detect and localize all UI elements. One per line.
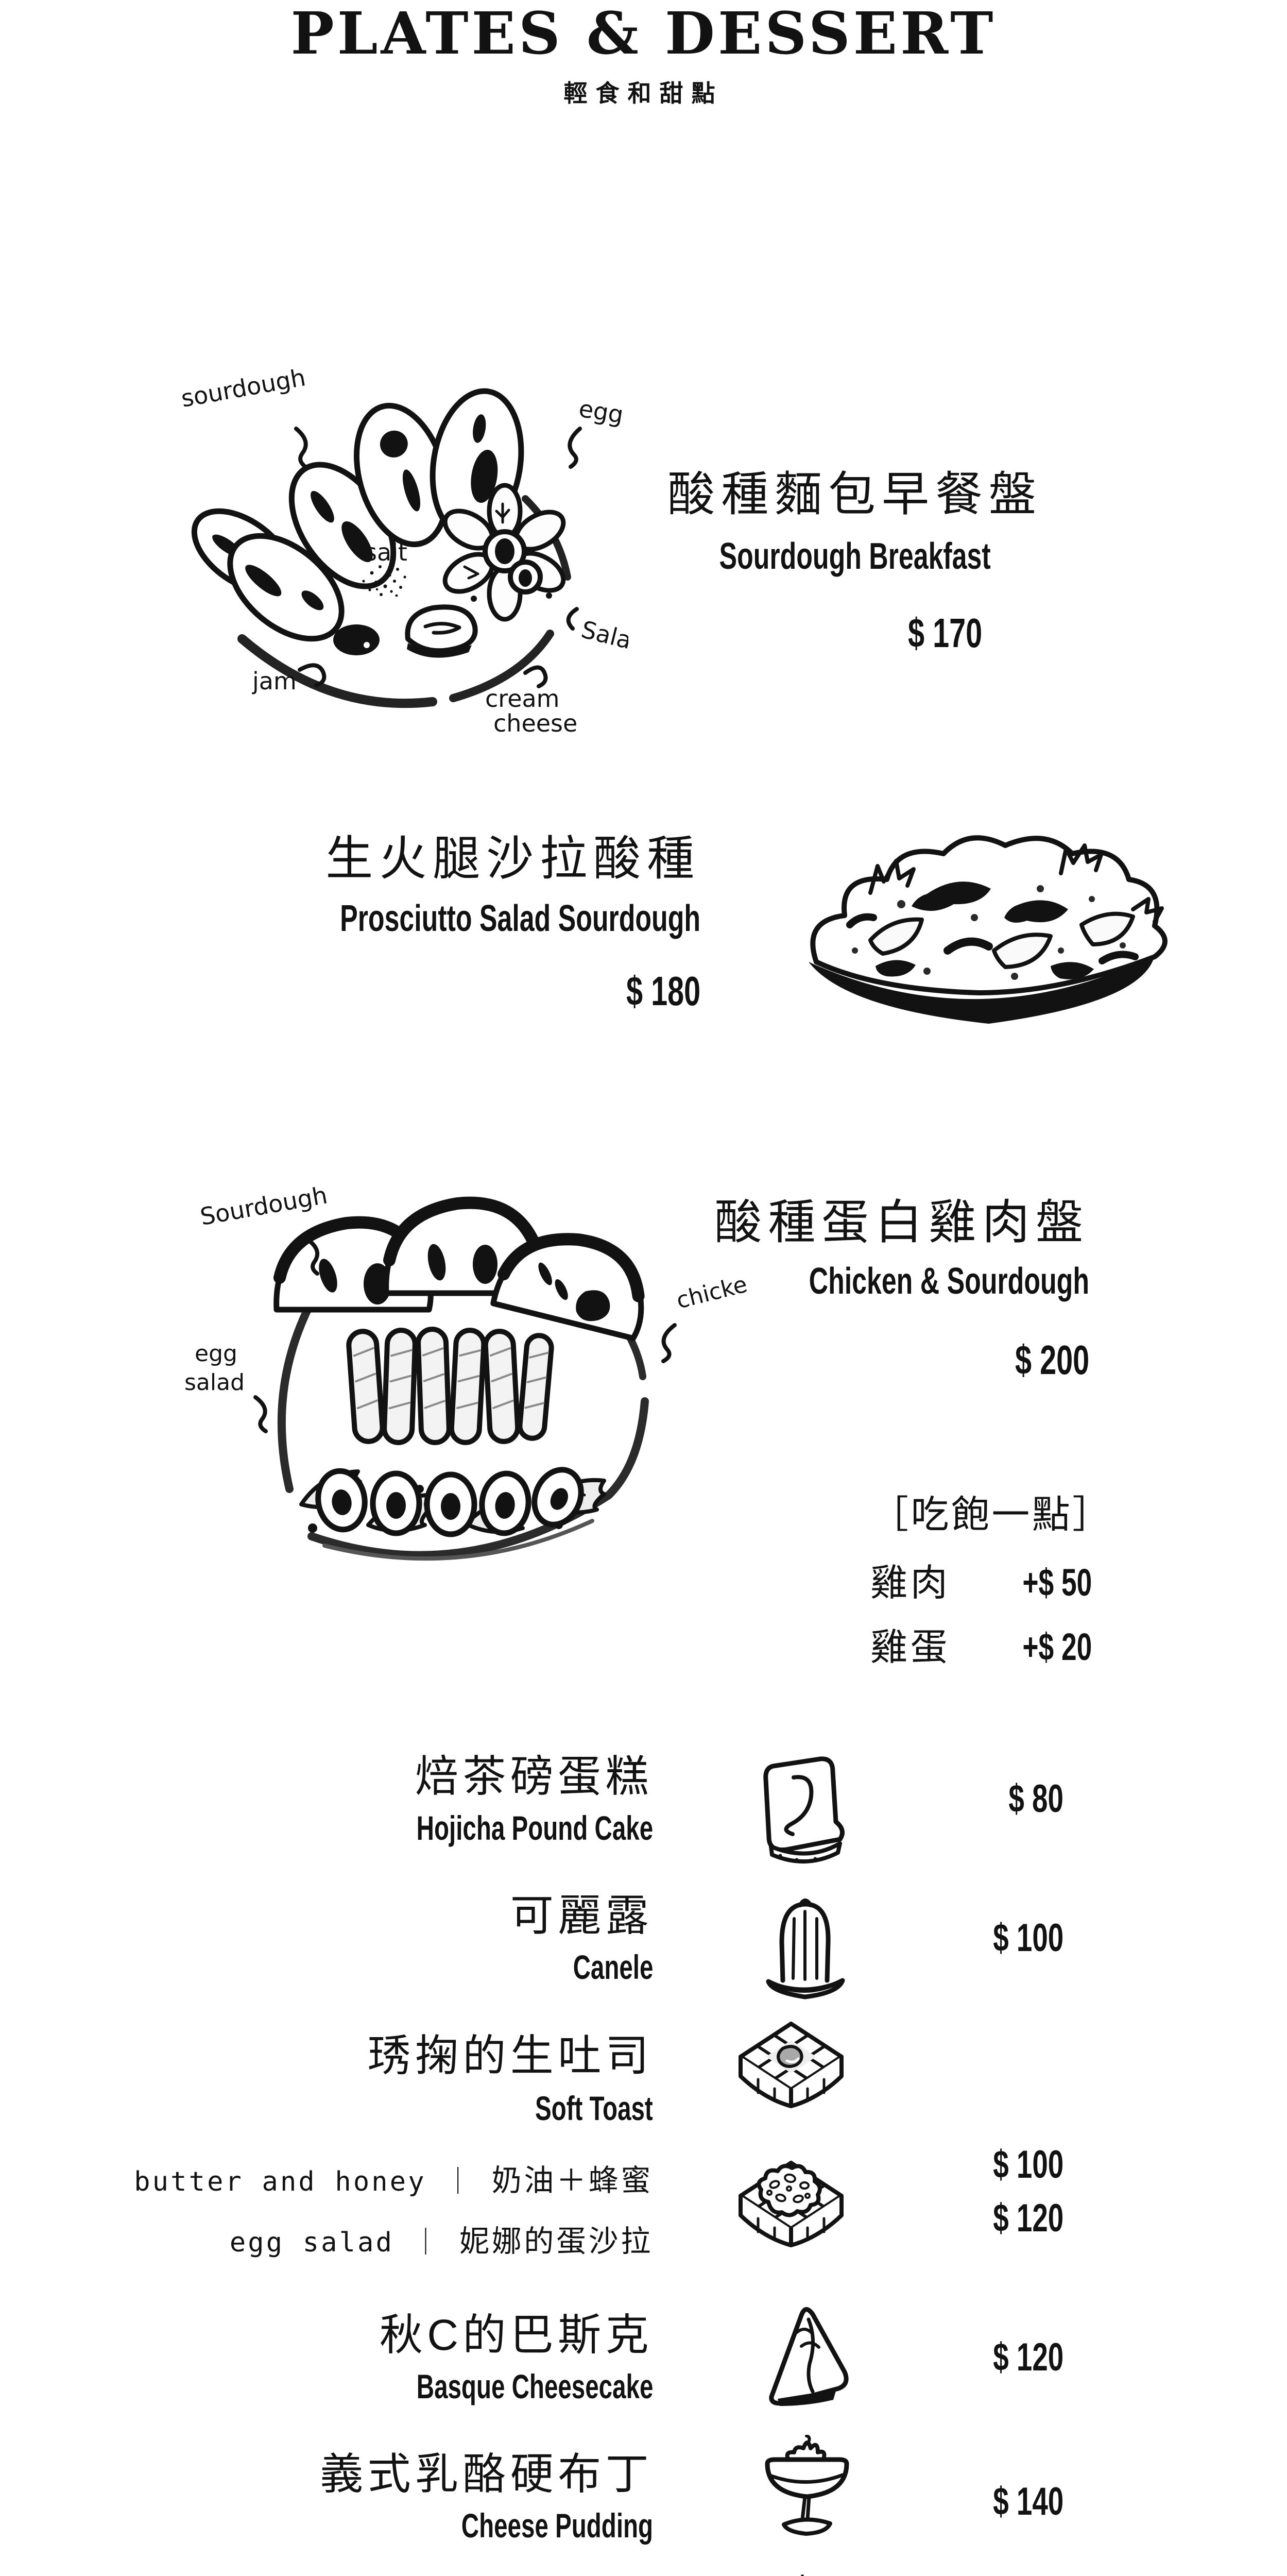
addon-row-chicken: 雞肉 +$ 50 (870, 1552, 1092, 1606)
label-egg: egg (577, 395, 625, 429)
item-price: $ 140 (993, 2480, 1063, 2523)
item-name-en: Basque Cheesecake (416, 2367, 653, 2405)
item-name-en: Cheese Pudding (461, 2506, 653, 2545)
label-cheese: cheese (493, 709, 577, 737)
addon-price: +$ 20 (1022, 1625, 1092, 1668)
label-jam: jam (252, 667, 297, 695)
cheese-pudding-icon (748, 2435, 866, 2569)
addon-label: 雞肉 (870, 1563, 951, 1604)
addon-row-egg: 雞蛋 +$ 20 (870, 1617, 1092, 1671)
variant-price: $ 100 (993, 2143, 1063, 2187)
item-name-zh: 焙茶磅蛋糕 (415, 1752, 653, 1801)
label-salad: salad (184, 1369, 245, 1396)
item-name-en: Prosciutto Salad Sourdough (340, 898, 700, 940)
label-salad: Salad (578, 615, 628, 658)
tiramisu-icon (741, 2567, 869, 2576)
item-name-en: Canele (573, 1947, 653, 1986)
item-name-zh: 酸種蛋白雞肉盤 (714, 1196, 1089, 1249)
item-price: $ 170 (907, 610, 983, 656)
item-name-zh: 義式乳酪硬布丁 (320, 2450, 653, 2498)
item-name-en: Soft Toast (535, 2089, 653, 2127)
variant-egg-salad: egg salad ｜ 妮娜的蛋沙拉 (229, 2225, 653, 2259)
addon-block: ［吃飽一點］ 雞肉 +$ 50 雞蛋 +$ 20 (870, 1484, 1113, 1671)
item-name-zh: 秋C的巴斯克 (379, 2311, 653, 2359)
item-name-zh: 生火腿沙拉酸種 (325, 833, 700, 885)
item-price: $ 80 (1008, 1777, 1063, 1821)
toast-butter-icon (725, 2013, 859, 2158)
toast-egg-salad-icon (725, 2153, 859, 2297)
label-sourdough: sourdough (179, 363, 308, 413)
basque-cheesecake-icon (746, 2294, 869, 2428)
label-sourdough: Sourdough (198, 1181, 330, 1230)
item-price: $ 120 (993, 2335, 1063, 2379)
item-price: $ 100 (993, 1916, 1063, 1960)
page-title: PLATES & DESSERT (290, 0, 997, 67)
chicken-sourdough-illustration: Sourdough egg salad chicken (155, 1133, 747, 1597)
addon-label: 雞蛋 (870, 1627, 951, 1668)
label-salt: salt (365, 538, 407, 566)
addon-price: +$ 50 (1022, 1561, 1092, 1604)
prosciutto-salad-illustration (773, 796, 1190, 1043)
menu-item-sourdough-breakfast: 酸種麵包早餐盤 Sourdough Breakfast $ 170 (654, 466, 1056, 657)
variant-price: $ 120 (993, 2196, 1063, 2240)
menu-item-prosciutto-salad-sourdough: 生火腿沙拉酸種 Prosciutto Salad Sourdough $ 180 (185, 831, 700, 1015)
page-subtitle: 輕食和甜點 (563, 80, 724, 107)
canele-icon (747, 1882, 865, 2005)
item-name-zh: 可麗露 (510, 1891, 653, 1940)
item-price: $ 200 (1015, 1337, 1089, 1383)
variant-butter-honey: butter and honey ｜ 奶油＋蜂蜜 (134, 2164, 653, 2198)
item-price: $ 180 (626, 968, 700, 1014)
item-name-en: Hojicha Pound Cake (416, 1808, 653, 1847)
item-name-zh: 酸種麵包早餐盤 (667, 468, 1042, 521)
item-name-en: Sourdough Breakfast (719, 536, 991, 578)
label-egg: egg (195, 1341, 237, 1367)
addon-header: ［吃飽一點］ (870, 1493, 1113, 1536)
menu-item-chicken-sourdough: 酸種蛋白雞肉盤 Chicken & Sourdough $ 200 (695, 1194, 1089, 1384)
item-name-en: Chicken & Sourdough (809, 1261, 1089, 1302)
sourdough-breakfast-illustration: sourdough egg salt jam cream cheese Sala… (165, 309, 628, 747)
header: PLATES & DESSERT 輕食和甜點 (0, 0, 1287, 109)
item-name-zh: 琇掬的生吐司 (367, 2031, 653, 2080)
pound-cake-icon (739, 1745, 863, 1874)
label-cream: cream (485, 685, 560, 713)
